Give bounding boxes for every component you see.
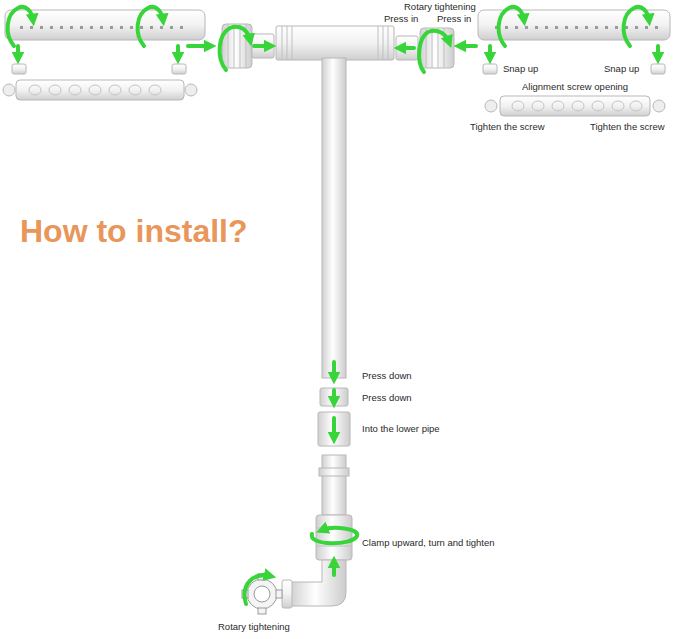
step-label: Rotary tightening bbox=[404, 2, 476, 12]
step-label: Tighten the screw bbox=[590, 122, 665, 132]
step-label: Alignment screw opening bbox=[522, 82, 628, 92]
step-label: Into the lower pipe bbox=[362, 424, 440, 434]
step-label: Press down bbox=[362, 393, 412, 403]
step-label: Press in bbox=[384, 14, 418, 24]
step-label: Press down bbox=[362, 371, 412, 381]
step-label: Press in bbox=[437, 14, 471, 24]
step-label: Clamp upward, turn and tighten bbox=[362, 538, 495, 548]
step-label: Rotary tightening bbox=[218, 622, 290, 632]
diagram-title: How to install? bbox=[20, 214, 248, 249]
step-label: Snap up bbox=[604, 64, 639, 74]
step-label: Tighten the screw bbox=[470, 122, 545, 132]
step-label: Snap up bbox=[503, 64, 538, 74]
